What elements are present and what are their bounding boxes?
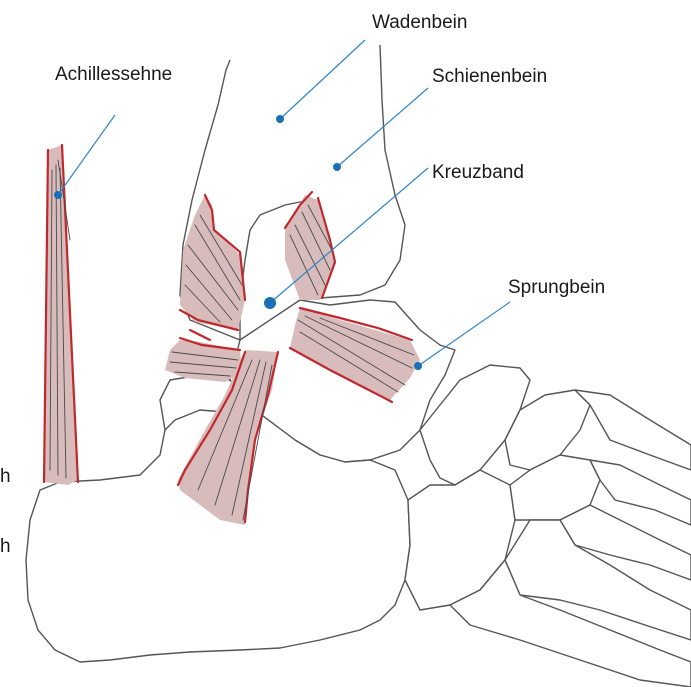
label-wadenbein: Wadenbein	[372, 12, 467, 33]
label-kreuzband: Kreuzband	[432, 162, 524, 183]
marker-schienenbein	[333, 163, 341, 171]
marker-achillessehne	[54, 191, 62, 199]
label-achillessehne: Achillessehne	[55, 64, 172, 85]
metatarsal-1	[575, 390, 691, 470]
label-cut-h2: h	[0, 536, 11, 557]
leader-achillessehne	[58, 115, 115, 195]
calcaneofibular-ligament-horizontal	[165, 330, 242, 382]
marker-wadenbein	[276, 115, 284, 123]
label-schienenbein: Schienenbein	[432, 66, 547, 87]
label-cut-h1: h	[0, 466, 11, 487]
marker-kreuzband	[264, 297, 276, 309]
label-sprungbein: Sprungbein	[508, 277, 605, 298]
leader-sprungbein	[418, 302, 510, 366]
marker-sprungbein	[414, 362, 422, 370]
